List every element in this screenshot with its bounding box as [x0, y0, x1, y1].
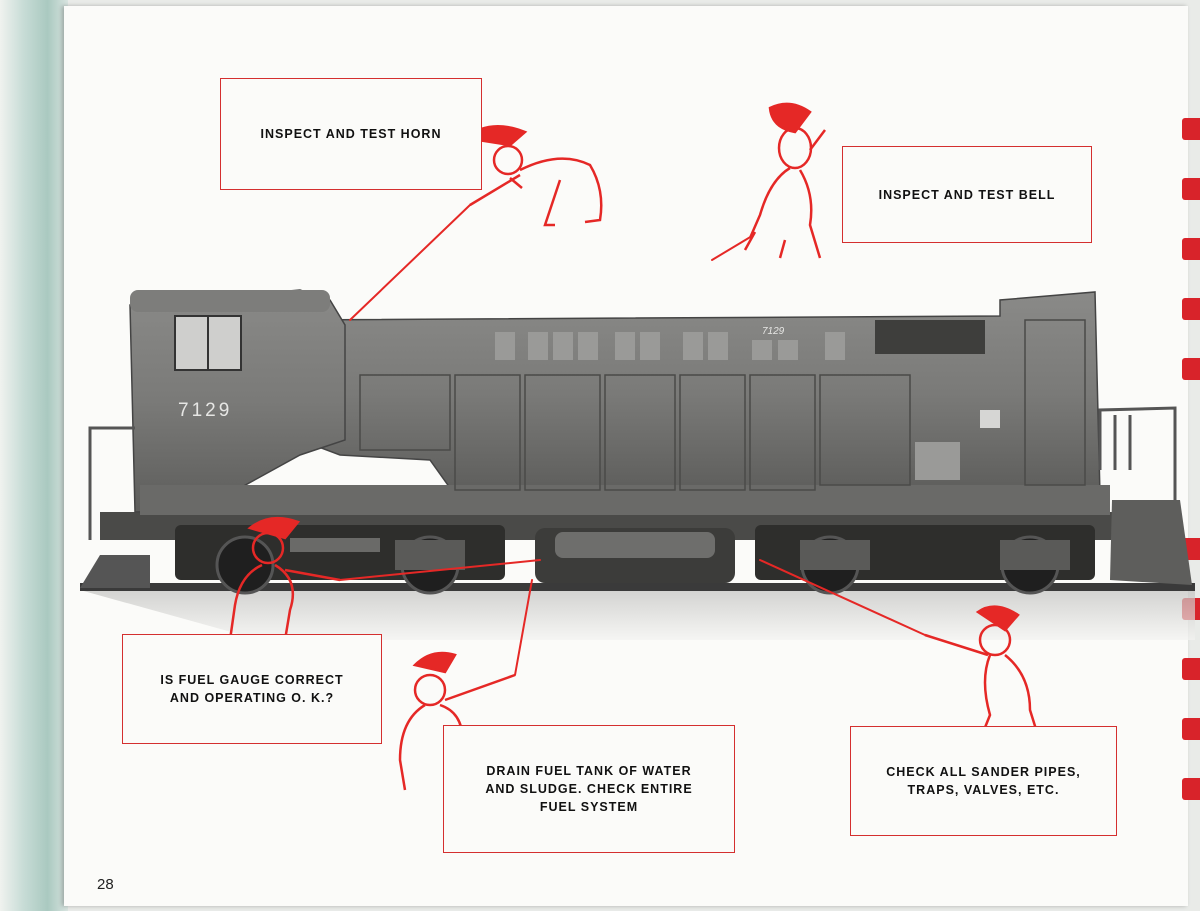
binder-ring-tab	[1182, 238, 1200, 260]
callout-fuel-gauge: IS FUEL GAUGE CORRECT AND OPERATING O. K…	[122, 634, 382, 744]
sander-mechanic-figure	[924, 605, 1042, 743]
binder-ring-tab	[1182, 178, 1200, 200]
callout-inspect-horn: INSPECT AND TEST HORN	[220, 78, 482, 190]
bell-mechanic-figure	[743, 102, 826, 259]
fuel-tank	[535, 528, 735, 583]
callout-inspect-bell: INSPECT AND TEST BELL	[842, 146, 1092, 243]
locomotive-number: 7129	[178, 400, 233, 421]
front-truck	[755, 525, 1095, 595]
binder-ring-tab	[1182, 718, 1200, 740]
fuel-gauge-mechanic-figure	[228, 516, 341, 644]
binder-ring-tab	[1182, 658, 1200, 680]
callout-fuel-gauge-text: IS FUEL GAUGE CORRECT AND OPERATING O. K…	[160, 673, 344, 705]
callout-sander-text: CHECK ALL SANDER PIPES, TRAPS, VALVES, E…	[886, 765, 1081, 797]
page-number: 28	[97, 876, 114, 893]
fuel-tank-mechanic-figure	[398, 651, 516, 791]
binder-ring-tab	[1182, 118, 1200, 140]
callout-bell-text: INSPECT AND TEST BELL	[878, 187, 1056, 202]
binder-spine	[0, 0, 68, 911]
callout-horn-text: INSPECT AND TEST HORN	[260, 127, 442, 141]
callout-fuel-tank: DRAIN FUEL TANK OF WATER AND SLUDGE. CHE…	[443, 725, 735, 853]
binder-ring-tab	[1182, 298, 1200, 320]
locomotive-hood-number: 7129	[762, 326, 785, 337]
binder-ring-tab	[1182, 358, 1200, 380]
callout-sander-pipes: CHECK ALL SANDER PIPES, TRAPS, VALVES, E…	[850, 726, 1117, 836]
horn-mechanic-figure	[461, 125, 603, 227]
callout-fuel-tank-text: DRAIN FUEL TANK OF WATER AND SLUDGE. CHE…	[485, 764, 693, 814]
binder-ring-tab	[1182, 778, 1200, 800]
